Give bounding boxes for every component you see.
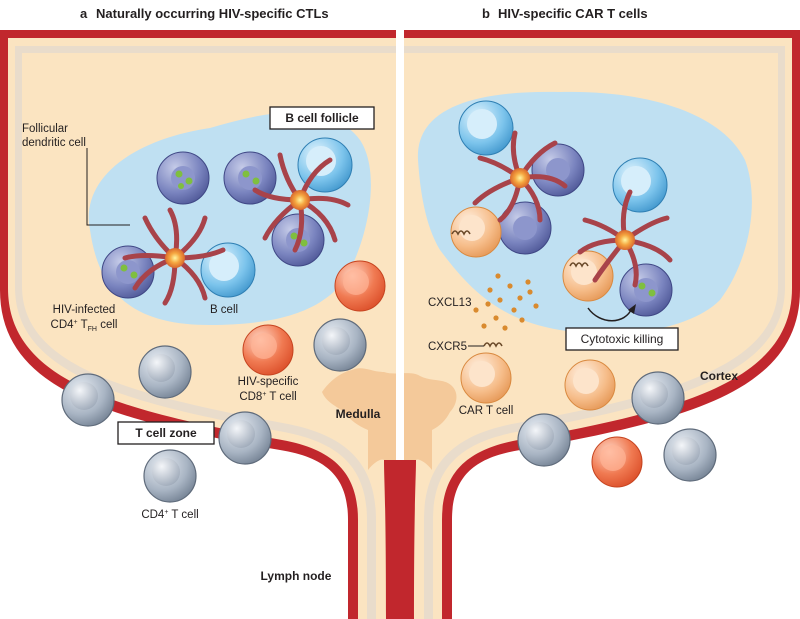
b-cell-follicle-box [269,106,375,130]
cd4-label: CD4+ T cell [141,509,198,521]
t-cell [313,318,367,372]
lymph-node-label: Lymph node [261,569,332,583]
t-cell-zone-label: T cell zone [135,426,197,440]
cxcl13-label: CXCL13 [428,297,471,309]
car-t-cell [562,250,614,302]
efferent-lymphatic [384,460,416,619]
t-cell [218,411,272,465]
fdc-center [510,168,530,188]
medulla [322,368,457,470]
hiv-infected-cell [531,143,585,197]
b-cell [612,157,668,213]
car-t-cell [450,206,502,258]
cxcl13-chemokine [473,273,539,331]
panel-b-letter: b [482,6,490,21]
t-cell [143,449,197,503]
cytotoxic-arrow [587,307,633,322]
cytotoxic-killing-box [565,327,679,351]
t-cell [61,373,115,427]
car-t-cell [564,359,616,411]
b-cell-follicle-b [417,91,752,334]
cd8-t-cell [334,260,386,312]
fdc-label-line2: dendritic cell [22,137,86,149]
b-cell-label: B cell [210,304,238,316]
t-cell [138,345,192,399]
hiv-infected-label-line1: HIV-infected [53,304,116,316]
t-cell [631,371,685,425]
cytotoxic-killing-label: Cytotoxic killing [581,332,664,346]
hiv-infected-cell [619,263,673,317]
cd8-t-cell [242,324,294,376]
hiv-infected-label-line2: CD4+ TFH cell [51,319,118,333]
b-cell-follicle-label: B cell follicle [285,111,359,125]
b-cell [458,100,514,156]
cxcr5-receptor [451,230,589,348]
fdc-label-line1: Follicular [22,123,68,135]
hiv-cd8-label-line1: HIV-specific [238,376,299,388]
car-t-cell [460,352,512,404]
t-cell-zone-box [117,421,215,445]
panel-a-title: Naturally occurring HIV-specific CTLs [96,6,329,21]
cxcr5-label: CXCR5 [428,341,467,353]
arrowhead [628,304,636,314]
cd8-t-cell [591,436,643,488]
hiv-infected-cell [223,151,277,205]
hiv-cd8-label-line2: CD8+ T cell [239,391,296,403]
fdc-center [165,248,185,268]
panel-divider [396,30,404,460]
panel-b-title: HIV-specific CAR T cells [498,6,648,21]
t-cell [517,413,571,467]
medulla-label: Medulla [336,407,381,421]
hiv-infected-cell [101,245,155,299]
cortex-label: Cortex [700,369,738,383]
hiv-infected-cell [156,151,210,205]
panel-a-letter: a [80,6,88,21]
fdc-center [290,190,310,210]
b-cell [200,242,256,298]
fdc-callout-line [86,148,130,226]
t-cell [663,428,717,482]
car-t-label: CAR T cell [459,405,514,417]
fdc-center [615,230,635,250]
